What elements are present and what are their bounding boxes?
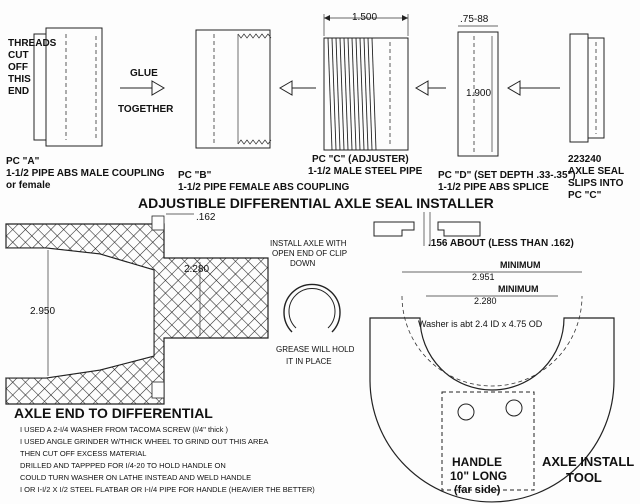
axle-install-tool-drawing: [369, 295, 615, 503]
threads-line-1: THREADS: [8, 38, 57, 49]
instructions-block: I USED A 2-I/4 WASHER FROM TACOMA SCREW …: [20, 425, 315, 494]
pc-c-title: PC "C" (ADJUSTER): [312, 154, 409, 165]
instruction-line-3: THEN CUT OFF EXCESS MATERIAL: [20, 449, 146, 458]
grease-note: GREASE WILL HOLD IT IN PLACE: [276, 345, 355, 366]
minimum-label-2: MINIMUM: [498, 284, 539, 294]
instruction-line-2: I USED ANGLE GRINDER W/THICK WHEEL TO GR…: [20, 437, 268, 446]
seal-number: 223240: [568, 154, 602, 165]
handle-line-1: HANDLE: [452, 455, 502, 469]
grease-note-2: IT IN PLACE: [286, 357, 332, 366]
dim-2280-right: 2.280: [474, 296, 497, 306]
pc-a-label: PC "A" 1-1/2 PIPE ABS MALE COUPLING or f…: [6, 156, 165, 191]
arrow-d-seal: [507, 80, 560, 96]
seal-line-3: SLIPS INTO: [568, 178, 624, 189]
pc-c-adjuster-drawing: 1.500: [323, 12, 409, 151]
instruction-line-6: I OR I-I/2 X I/2 STEEL FLATBAR OR I-I/4 …: [20, 485, 315, 494]
threads-line-4: THIS: [8, 74, 31, 85]
threads-line-2: CUT: [8, 50, 29, 61]
pc-a-desc-2: or female: [6, 180, 51, 191]
dim-75-88: .75-88: [460, 14, 489, 25]
clip-drawing: [283, 283, 341, 333]
pc-b-title: PC "B": [178, 170, 212, 181]
glue-label: GLUE: [130, 68, 158, 79]
clip-note: INSTALL AXLE WITH OPEN END OF CLIP DOWN: [270, 239, 347, 268]
instruction-line-1: I USED A 2-I/4 WASHER FROM TACOMA SCREW …: [20, 425, 228, 434]
minimum-label-1: MINIMUM: [500, 260, 541, 270]
axle-end-cross-section: [5, 215, 269, 405]
clip-note-2: OPEN END OF CLIP: [272, 249, 347, 258]
arrow-c-d: [415, 80, 446, 96]
pc-b-desc: 1-1/2 PIPE FEMALE ABS COUPLING: [178, 182, 350, 193]
seal-label: 223240 AXLE SEAL SLIPS INTO PC "C": [568, 154, 624, 201]
glue-arrow: GLUE TOGETHER: [118, 68, 174, 115]
dim-2950-left: 2.950: [30, 306, 55, 317]
dim-156: .156 ABOUT (LESS THAN .162): [428, 238, 574, 249]
section-title: ADJUSTIBLE DIFFERENTIAL AXLE SEAL INSTAL…: [138, 195, 494, 211]
clip-note-3: DOWN: [290, 259, 316, 268]
pc-b-coupling-drawing: [195, 29, 272, 149]
pc-a-coupling-drawing: [33, 27, 103, 147]
arrow-b-c: [279, 80, 316, 96]
pc-b-label: PC "B" 1-1/2 PIPE FEMALE ABS COUPLING: [178, 170, 350, 193]
axle-end-title: AXLE END TO DIFFERENTIAL: [14, 405, 213, 421]
tool-line-1: AXLE INSTALL: [542, 454, 634, 469]
pc-d-desc: 1-1/2 PIPE ABS SPLICE: [438, 182, 549, 193]
grease-note-1: GREASE WILL HOLD: [276, 345, 355, 354]
threads-note: THREADS CUT OFF THIS END: [8, 38, 57, 97]
pc-a-desc: 1-1/2 PIPE ABS MALE COUPLING: [6, 168, 165, 179]
pc-a-title: PC "A": [6, 156, 40, 167]
pc-d-title: PC "D" (SET DEPTH .33-.35"): [438, 170, 576, 181]
instruction-line-5: COULD TURN WASHER ON LATHE INSTEAD AND W…: [20, 473, 251, 482]
threads-line-5: END: [8, 86, 29, 97]
handle-label: HANDLE 10" LONG (far side): [450, 455, 507, 496]
tool-label: AXLE INSTALL TOOL: [542, 454, 634, 485]
dim-1500: 1.500: [352, 12, 377, 23]
pc-c-desc: 1-1/2 MALE STEEL PIPE: [308, 166, 423, 177]
dim-2280-left: 2.280: [184, 264, 209, 275]
handle-line-3: (far side): [454, 484, 501, 496]
handle-line-2: 10" LONG: [450, 469, 507, 483]
seal-depth-detail: [373, 212, 481, 246]
dim-162: .162: [196, 212, 216, 223]
axle-seal-drawing: [569, 33, 605, 143]
dim-2951: 2.951: [472, 272, 495, 282]
together-label: TOGETHER: [118, 104, 174, 115]
dim-1900: 1.900: [466, 88, 491, 99]
threads-line-3: OFF: [8, 62, 28, 73]
pc-d-splice-drawing: .75-88 1.900: [457, 14, 499, 157]
instruction-line-4: DRILLED AND TAPPPED FOR I/4-20 TO HOLD H…: [20, 461, 226, 470]
clip-note-1: INSTALL AXLE WITH: [270, 239, 347, 248]
pc-c-label: PC "C" (ADJUSTER) 1-1/2 MALE STEEL PIPE: [308, 154, 423, 177]
washer-note: Washer is abt 2.4 ID x 4.75 OD: [418, 319, 543, 329]
seal-line-2: AXLE SEAL: [568, 166, 624, 177]
tool-line-2: TOOL: [566, 470, 602, 485]
seal-line-4: PC "C": [568, 190, 602, 201]
pc-d-label: PC "D" (SET DEPTH .33-.35") 1-1/2 PIPE A…: [438, 170, 576, 193]
